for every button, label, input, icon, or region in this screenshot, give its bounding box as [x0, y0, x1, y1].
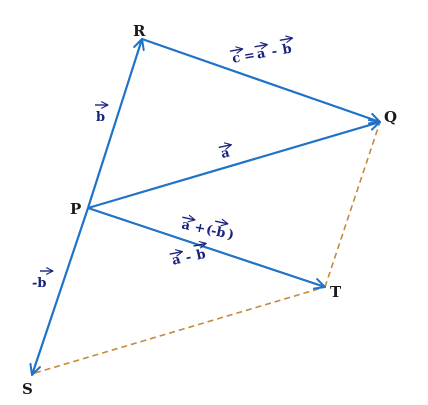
vector-arrow-a-in-diff: [169, 249, 183, 257]
label-vector-b: b: [95, 101, 109, 125]
label-c: c: [231, 51, 241, 67]
label-vector-a: a: [218, 142, 233, 162]
label-b: b: [96, 110, 105, 125]
vector-arrow-neg-b-in-sum: [215, 218, 229, 227]
label-neg-b-in-sum: -b: [209, 224, 226, 242]
point-label-q: Q: [384, 108, 397, 126]
label-plus: +: [193, 220, 207, 237]
point-label-s: S: [22, 380, 33, 398]
label-open-paren: (: [205, 223, 214, 239]
point-label-p: P: [70, 200, 81, 218]
vector-arrow-a: [218, 142, 233, 150]
label-c-equals-a-minus-b: c = a - b: [229, 35, 294, 67]
label-b-in-diff: b: [195, 247, 207, 264]
point-label-r: R: [133, 22, 146, 40]
vector-r-q: [141, 37, 381, 125]
label-a-minus-b: a - b: [169, 241, 207, 269]
label-a: a: [220, 145, 232, 162]
label-a-in-sum: a: [180, 217, 192, 234]
vector-arrow-a-in-c: [254, 41, 268, 50]
vector-p-t: [87, 206, 326, 290]
point-label-t: T: [330, 283, 342, 301]
label-a-in-c: a: [256, 46, 267, 62]
vector-arrow-a-in-sum: [182, 214, 196, 223]
vector-arrow-b-in-c: [279, 35, 294, 43]
dashed-line-t-q: [324, 121, 381, 288]
label-b-in-c: b: [281, 42, 293, 58]
vector-p-r: [86, 38, 145, 209]
vector-p-q: [87, 119, 381, 210]
label-minus-in-diff: -: [184, 250, 192, 266]
vector-arrow-b-in-diff: [193, 241, 207, 249]
label-vector-neg-b: -b: [32, 267, 54, 291]
label-neg-b: -b: [32, 276, 47, 291]
label-minus-in-c: -: [270, 44, 278, 60]
vector-p-s: [29, 207, 90, 376]
label-close-paren: ): [226, 227, 235, 243]
dashed-line-s-t: [34, 286, 326, 374]
label-equals: =: [243, 48, 256, 65]
label-a-plus-neg-b: a + ( -b ): [180, 214, 235, 243]
vector-arrow-c: [229, 46, 244, 54]
label-a-in-diff: a: [171, 252, 183, 269]
